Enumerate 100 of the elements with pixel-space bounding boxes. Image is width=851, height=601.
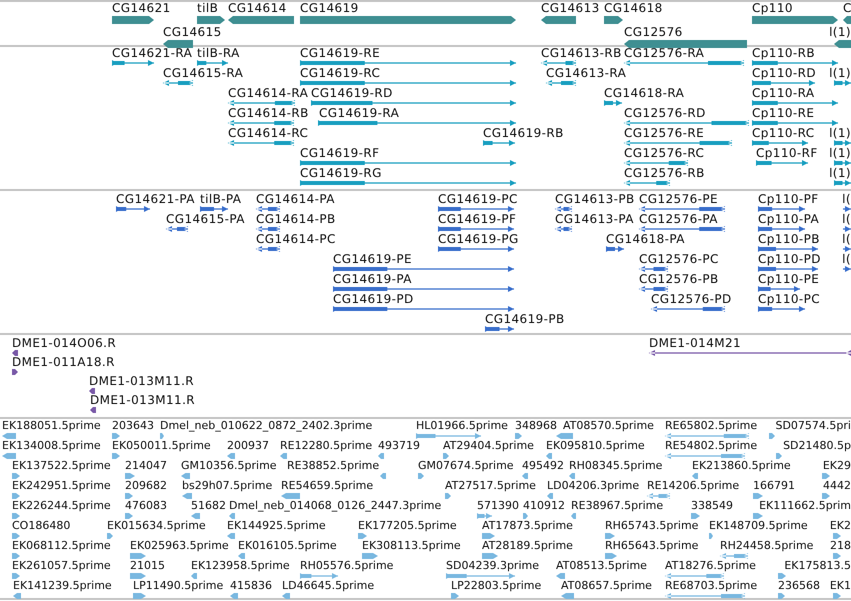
- feature-label: l(1): [829, 26, 851, 38]
- feature-label: EK177205.5prime: [358, 520, 457, 532]
- feature-label: RE38852.5prime: [287, 460, 380, 472]
- feature-label: RH24458.5prime: [720, 540, 814, 552]
- feature-label: Cp110-PB: [758, 233, 820, 245]
- feature-label: RE54659.5prime: [281, 480, 374, 492]
- feature-label: 200937: [227, 440, 269, 452]
- feature-label: 476083: [125, 500, 167, 512]
- feature-label: 203643: [112, 420, 154, 432]
- feature-label: tilB-RA: [197, 47, 240, 59]
- feature-label: CG14619-PA: [333, 273, 412, 285]
- feature-label: EK015634.5prime: [107, 520, 206, 532]
- feature-label: l(: [842, 213, 851, 225]
- feature-label: EK308113.5prime: [362, 540, 461, 552]
- feature-label: 21015: [130, 560, 165, 572]
- feature-label: DME1-014O06.R: [12, 337, 116, 349]
- feature-label: RE65802.5prime: [665, 420, 758, 432]
- feature-label: CG14615-PA: [166, 213, 245, 225]
- feature-label: Cp110-RE: [752, 107, 814, 119]
- feature-label: l(1): [829, 67, 851, 79]
- feature-label: CG14618: [604, 2, 663, 14]
- feature-label: RE14206.5prime: [647, 480, 740, 492]
- feature-label: EK226244.5prime: [12, 500, 111, 512]
- feature-label: Cp110-RF: [756, 147, 818, 159]
- feature-label: EK1: [830, 580, 851, 592]
- feature-label: CG14619-RA: [319, 107, 400, 119]
- feature-label: Dmel_neb_014068_0126_2447.3prime: [229, 500, 442, 512]
- feature-label: Cp110: [752, 2, 793, 14]
- feature-label: RE38967.5prime: [571, 500, 664, 512]
- feature-label: CG14619-PF: [438, 213, 516, 225]
- feature-label: GM07674.5prime: [418, 460, 514, 472]
- feature-label: 51682: [191, 500, 226, 512]
- feature-label: CG12576-RE: [624, 127, 704, 139]
- feature-label: 236568: [778, 580, 820, 592]
- feature-label: CG14613-RA: [546, 67, 626, 79]
- feature-label: CG14619-RD: [311, 87, 393, 99]
- feature-label: tilB-PA: [200, 193, 242, 205]
- feature-label: EK141239.5prime: [13, 580, 112, 592]
- feature-label: RH65643.5prime: [605, 540, 698, 552]
- feature-label: CG14613: [541, 2, 600, 14]
- feature-label: 571390: [477, 500, 519, 512]
- feature-label: CG14618-PA: [606, 233, 685, 245]
- feature-label: 410912: [523, 500, 565, 512]
- feature-label: Cp110-RB: [752, 47, 816, 59]
- feature-label: AT17873.5prime: [482, 520, 573, 532]
- feature-label: DME1-013M11.R: [89, 375, 194, 387]
- feature-label: EK016105.5prime: [238, 540, 337, 552]
- feature-label: RE12280.5prime: [280, 440, 372, 452]
- feature-label: EK123958.5prime: [191, 560, 290, 572]
- feature-label: CG14621: [112, 2, 171, 14]
- feature-label: 415836: [230, 580, 272, 592]
- feature-label: RH05576.5prime: [300, 560, 394, 572]
- feature-label: EK242951.5prime: [12, 480, 111, 492]
- feature-label: HL01966.5prime: [416, 420, 508, 432]
- feature-label: LP11490.5prime: [133, 580, 224, 592]
- feature-label: 209682: [125, 480, 167, 492]
- feature-label: EK095810.5prime: [546, 440, 645, 452]
- feature-label: CG14614-PB: [256, 213, 336, 225]
- feature-label: RE68703.5prime: [665, 580, 758, 592]
- feature-label: CG14619-PB: [485, 313, 565, 325]
- feature-label: EK134008.5prime: [2, 440, 101, 452]
- feature-label: LD46645.5prime: [282, 580, 374, 592]
- feature-label: CG14615-RA: [163, 67, 244, 79]
- feature-label: CG12576-PB: [639, 273, 719, 285]
- feature-label: EK137522.5prime: [12, 460, 111, 472]
- feature-label: SD07574.5pri: [775, 420, 851, 432]
- feature-label: CG14619-RE: [300, 47, 380, 59]
- feature-label: CG14614-RA: [228, 87, 308, 99]
- feature-label: CG14619-RC: [300, 67, 380, 79]
- feature-label: CG14614: [228, 2, 287, 14]
- feature-label: GM10356.5prime: [181, 460, 277, 472]
- feature-label: Cp110-PC: [758, 293, 820, 305]
- feature-label: CG14613-PA: [555, 213, 634, 225]
- feature-label: EK2: [830, 520, 851, 532]
- feature-label: RH65743.5prime: [605, 520, 698, 532]
- feature-label: EK29: [822, 460, 851, 472]
- feature-label: EK111662.5prim: [759, 500, 851, 512]
- feature-label: tilB: [197, 2, 218, 14]
- feature-label: CG14619-PG: [438, 233, 519, 245]
- feature-label: 4442: [823, 480, 851, 492]
- feature-label: CG12576-PA: [639, 213, 718, 225]
- feature-label: 214047: [125, 460, 167, 472]
- feature-label: CG14613-RB: [541, 47, 622, 59]
- feature-label: LP22803.5prime: [451, 580, 542, 592]
- feature-label: CG14619-RF: [300, 147, 380, 159]
- feature-label: CG14619-RB: [483, 127, 564, 139]
- feature-label: l(: [842, 193, 851, 205]
- feature-label: EK025963.5prime: [130, 540, 229, 552]
- feature-label: DME1-014M21: [649, 337, 742, 349]
- feature-label: CG12576-PD: [651, 293, 732, 305]
- feature-label: l(1): [829, 167, 851, 179]
- feature-label: EK148709.5prime: [709, 520, 808, 532]
- feature-label: Cp110-PD: [758, 253, 821, 265]
- feature-label: 218: [830, 540, 851, 552]
- feature-label: Cp110-PF: [758, 193, 819, 205]
- feature-label: EK068112.5prime: [12, 540, 111, 552]
- feature-label: AT08657.5prime: [561, 580, 652, 592]
- feature-label: l(: [842, 233, 851, 245]
- feature-label: Cp110-RD: [752, 67, 816, 79]
- feature-label: EK050011.5prime: [112, 440, 211, 452]
